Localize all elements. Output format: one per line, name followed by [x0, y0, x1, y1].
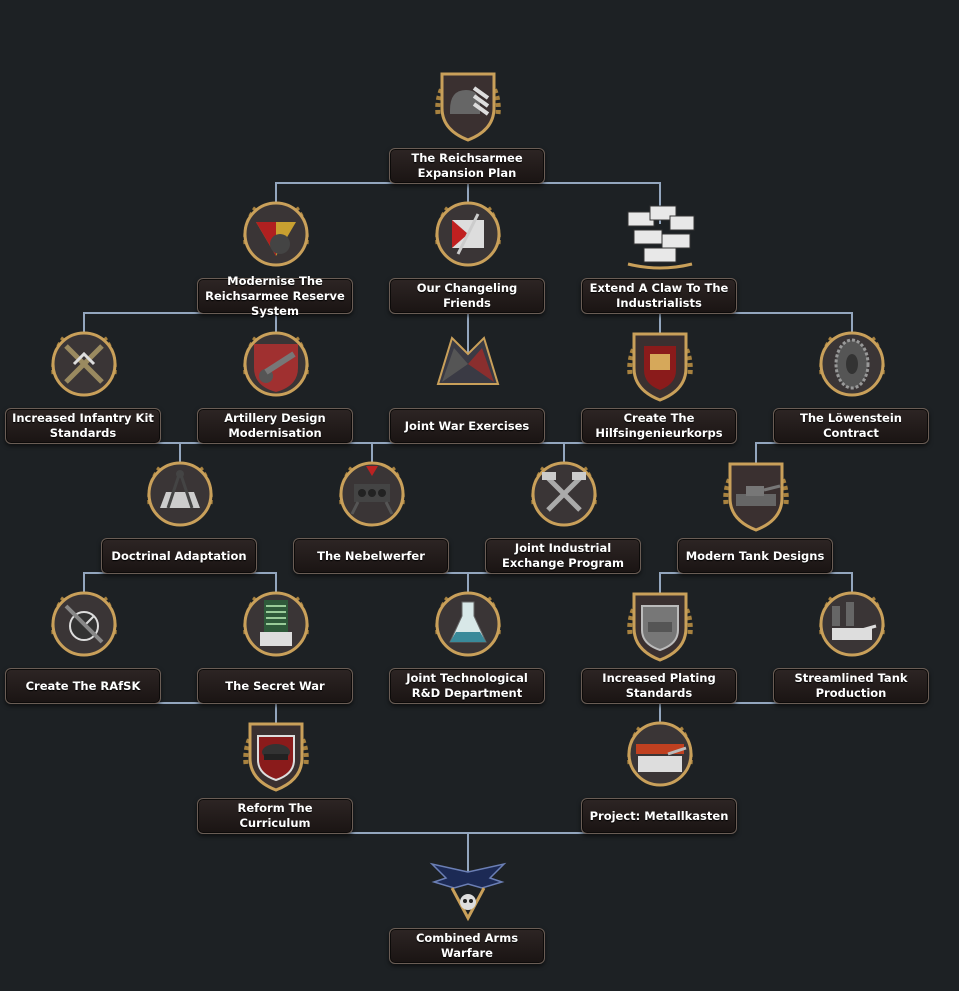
focus-doctrinal-adaptation[interactable]: Doctrinal Adaptation	[101, 454, 259, 574]
focus-reform-curriculum[interactable]: Reform The Curriculum	[197, 714, 355, 834]
focus-hilfsingenieurkorps[interactable]: Create The Hilfsingenieurkorps	[581, 324, 739, 444]
focus-label: Modernise The Reichsarmee Reserve System	[197, 278, 353, 314]
focus-label: Doctrinal Adaptation	[101, 538, 257, 574]
focus-changeling-friends[interactable]: Our Changeling Friends	[389, 194, 547, 314]
focus-label: Joint War Exercises	[389, 408, 545, 444]
focus-label: The Löwenstein Contract	[773, 408, 929, 444]
factory-tank-icon	[812, 584, 892, 664]
focus-label: Create The RAfSK	[5, 668, 161, 704]
focus-reichsarmee-expansion[interactable]: The Reichsarmee Expansion Plan	[389, 64, 547, 184]
focus-label: Joint Technological R&D Department	[389, 668, 545, 704]
eagle-skull-icon	[428, 844, 508, 924]
focus-industrial-exchange[interactable]: Joint Industrial Exchange Program	[485, 454, 643, 574]
focus-modern-tank-designs[interactable]: Modern Tank Designs	[677, 454, 835, 574]
focus-label: The Nebelwerfer	[293, 538, 449, 574]
focus-joint-war-exercises[interactable]: Joint War Exercises	[389, 324, 547, 444]
tire-icon	[812, 324, 892, 404]
helmet-chevrons-icon	[428, 64, 508, 144]
radar-icon	[44, 584, 124, 664]
changeling-flag-icon	[428, 194, 508, 274]
armor-plate-icon	[620, 584, 700, 664]
focus-streamlined-tank[interactable]: Streamlined Tank Production	[773, 584, 931, 704]
focus-label: Joint Industrial Exchange Program	[485, 538, 641, 574]
focus-secret-war[interactable]: The Secret War	[197, 584, 355, 704]
griffin-soldier-icon	[236, 194, 316, 274]
focus-nebelwerfer[interactable]: The Nebelwerfer	[293, 454, 451, 574]
focus-label: Combined Arms Warfare	[389, 928, 545, 964]
pony-griffin-icon	[428, 324, 508, 404]
focus-label: Project: Metallkasten	[581, 798, 737, 834]
flask-icon	[428, 584, 508, 664]
focus-label: Modern Tank Designs	[677, 538, 833, 574]
artillery-icon	[236, 324, 316, 404]
crossed-hammers-icon	[524, 454, 604, 534]
focus-label: Create The Hilfsingenieurkorps	[581, 408, 737, 444]
focus-lowenstein-contract[interactable]: The Löwenstein Contract	[773, 324, 931, 444]
focus-label: The Secret War	[197, 668, 353, 704]
crossed-rifles-icon	[44, 324, 124, 404]
focus-label: Extend A Claw To The Industrialists	[581, 278, 737, 314]
heavy-tank-icon	[620, 714, 700, 794]
rocket-launcher-icon	[332, 454, 412, 534]
focus-label: Increased Plating Standards	[581, 668, 737, 704]
focus-metallkasten[interactable]: Project: Metallkasten	[581, 714, 739, 834]
focus-label: Our Changeling Friends	[389, 278, 545, 314]
focus-plating-standards[interactable]: Increased Plating Standards	[581, 584, 739, 704]
focus-label: The Reichsarmee Expansion Plan	[389, 148, 545, 184]
focus-label: Streamlined Tank Production	[773, 668, 929, 704]
officer-cap-icon	[236, 714, 316, 794]
tank-shield-icon	[716, 454, 796, 534]
focus-combined-arms[interactable]: Combined Arms Warfare	[389, 844, 547, 964]
focus-joint-rnd[interactable]: Joint Technological R&D Department	[389, 584, 547, 704]
focus-label: Reform The Curriculum	[197, 798, 353, 834]
focus-claw-industrialists[interactable]: Extend A Claw To The Industrialists	[581, 194, 739, 314]
focus-modernise-reserve[interactable]: Modernise The Reichsarmee Reserve System	[197, 194, 355, 314]
focus-label: Artillery Design Modernisation	[197, 408, 353, 444]
compass-map-icon	[140, 454, 220, 534]
focus-label: Increased Infantry Kit Standards	[5, 408, 161, 444]
money-stacks-icon	[620, 194, 700, 274]
focus-rafsk[interactable]: Create The RAfSK	[5, 584, 163, 704]
focus-infantry-kit[interactable]: Increased Infantry Kit Standards	[5, 324, 163, 444]
focus-artillery-design[interactable]: Artillery Design Modernisation	[197, 324, 355, 444]
engineer-shield-icon	[620, 324, 700, 404]
cipher-machine-icon	[236, 584, 316, 664]
